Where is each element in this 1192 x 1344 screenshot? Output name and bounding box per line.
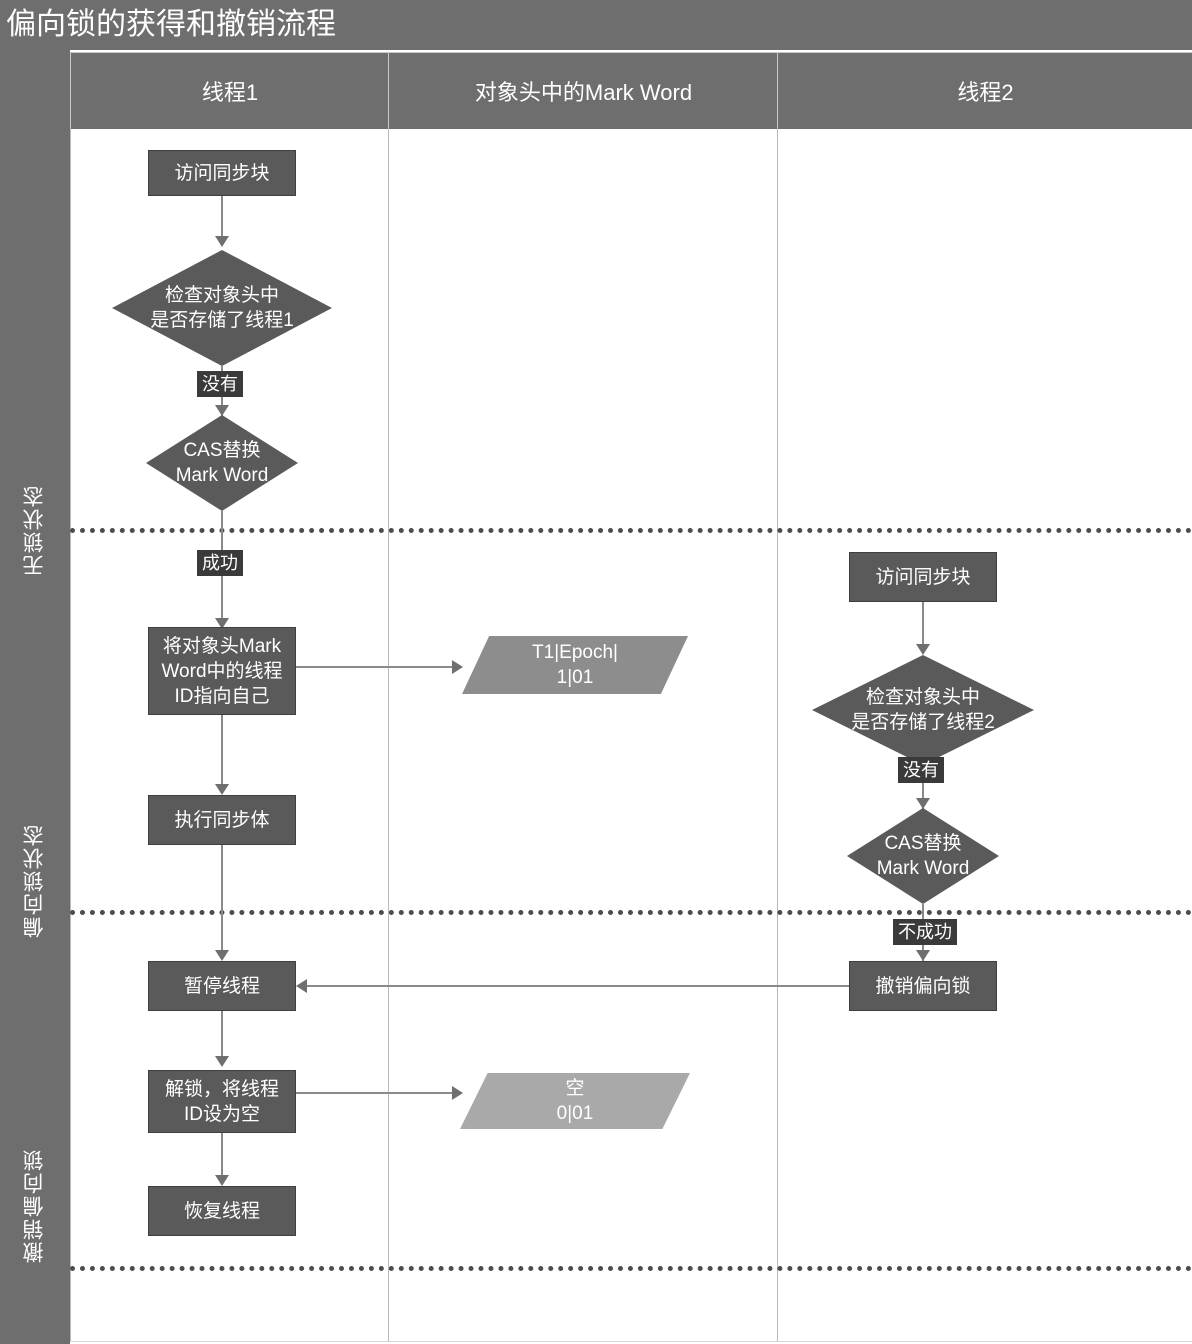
node-markword-empty[interactable]: 空 0|01 — [460, 1073, 690, 1129]
node-t2-cas-markword[interactable]: CAS替换 Mark Word — [847, 808, 999, 904]
node-t1-check-threadid[interactable]: 检查对象头中 是否存储了线程1 — [112, 250, 332, 366]
title-bar — [0, 0, 1192, 50]
column-separator-2 — [777, 128, 778, 1342]
node-t1-cas-markword-text: CAS替换 Mark Word — [175, 440, 269, 486]
node-t1-execute-sync-body[interactable]: 执行同步体 — [148, 795, 296, 845]
column-header-thread1: 线程1 — [70, 52, 389, 129]
node-t1-check-threadid-text: 检查对象头中 是否存储了线程1 — [150, 285, 294, 331]
column-header-markword: 对象头中的Mark Word — [388, 52, 778, 129]
node-t1-access-sync-block[interactable]: 访问同步块 — [148, 150, 296, 196]
arrow-t1-cas-to-setid — [215, 618, 229, 629]
lane-label-biased: 偏向锁状态 — [0, 720, 70, 1040]
arrow-t1-setid-to-exec — [215, 784, 229, 795]
edge-label-t2-fail: 不成功 — [893, 919, 957, 945]
connector-t2-revoke-to-t1-pause — [307, 985, 849, 987]
lane-label-unlocked: 无锁状态 — [0, 380, 70, 680]
node-t2-access-sync-block[interactable]: 访问同步块 — [849, 552, 997, 602]
node-t2-revoke-biased-lock[interactable]: 撤销偏向锁 — [849, 961, 997, 1011]
node-t1-resume-thread[interactable]: 恢复线程 — [148, 1186, 296, 1236]
lane-label-revoke-text: 撤销偏向锁 — [23, 1147, 46, 1263]
column-header-thread2: 线程2 — [777, 52, 1192, 129]
arrow-t1-unlock-to-markword — [452, 1086, 463, 1100]
node-t2-cas-markword-text: CAS替换 Mark Word — [876, 833, 970, 879]
connector-t1-setid-to-exec — [221, 715, 223, 791]
connector-t1-unlock-to-resume — [221, 1133, 223, 1181]
page-title: 偏向锁的获得和撤销流程 — [6, 8, 336, 41]
arrow-t1-unlock-to-resume — [215, 1175, 229, 1186]
lane-label-revoke: 撤销偏向锁 — [0, 1090, 70, 1320]
arrow-t1-check-to-cas — [215, 405, 229, 416]
node-t1-set-threadid[interactable]: 将对象头Mark Word中的线程 ID指向自己 — [148, 627, 296, 715]
lane-divider-1 — [70, 528, 1192, 533]
edge-label-t2-none: 没有 — [898, 757, 944, 783]
lane-divider-3 — [70, 1266, 1192, 1271]
connector-t1-unlock-to-markword — [296, 1092, 456, 1094]
node-markword-t1-epoch[interactable]: T1|Epoch| 1|01 — [462, 636, 688, 694]
arrow-t2-access-to-check — [916, 644, 930, 655]
arrow-t1-access-to-check — [215, 236, 229, 247]
node-t1-pause-thread[interactable]: 暂停线程 — [148, 961, 296, 1011]
column-separator-left — [70, 128, 71, 1342]
column-separator-1 — [388, 128, 389, 1342]
swimlane-left-bar — [0, 50, 70, 1344]
connector-t2-access-to-check — [922, 602, 924, 650]
arrow-t2-cas-to-revoke — [916, 950, 930, 961]
canvas-bottom-border — [70, 1341, 1192, 1342]
arrow-t1-pause-to-unlock — [215, 1056, 229, 1067]
edge-label-t1-none: 没有 — [197, 371, 243, 397]
arrow-t1-setid-to-markword — [452, 660, 463, 674]
lane-label-unlocked-text: 无锁状态 — [23, 484, 46, 576]
arrow-t1-exec-to-pause — [215, 950, 229, 961]
connector-t1-access-to-check — [221, 196, 223, 241]
connector-t1-exec-to-pause — [221, 845, 223, 957]
parallelogram-shape — [462, 636, 688, 694]
lane-label-biased-text: 偏向锁状态 — [23, 822, 46, 938]
parallelogram-shape — [460, 1073, 690, 1129]
lane-divider-2 — [70, 910, 1192, 915]
connector-t1-pause-to-unlock — [221, 1011, 223, 1063]
node-t1-cas-markword[interactable]: CAS替换 Mark Word — [146, 415, 298, 511]
arrow-t2-revoke-to-t1-pause — [296, 979, 307, 993]
node-t2-check-threadid-text: 检查对象头中 是否存储了线程2 — [851, 687, 995, 733]
node-markword-t1-epoch-text: T1|Epoch| 1|01 — [532, 642, 618, 688]
node-t2-check-threadid[interactable]: 检查对象头中 是否存储了线程2 — [812, 655, 1034, 765]
connector-t1-setid-to-markword — [296, 666, 456, 668]
node-markword-empty-text: 空 0|01 — [556, 1078, 594, 1124]
connector-t2-check-to-cas — [922, 765, 924, 809]
edge-label-t1-success: 成功 — [197, 550, 243, 576]
arrow-t2-check-to-cas — [916, 798, 930, 809]
node-t1-unlock-clear-threadid[interactable]: 解锁，将线程 ID设为空 — [148, 1070, 296, 1133]
